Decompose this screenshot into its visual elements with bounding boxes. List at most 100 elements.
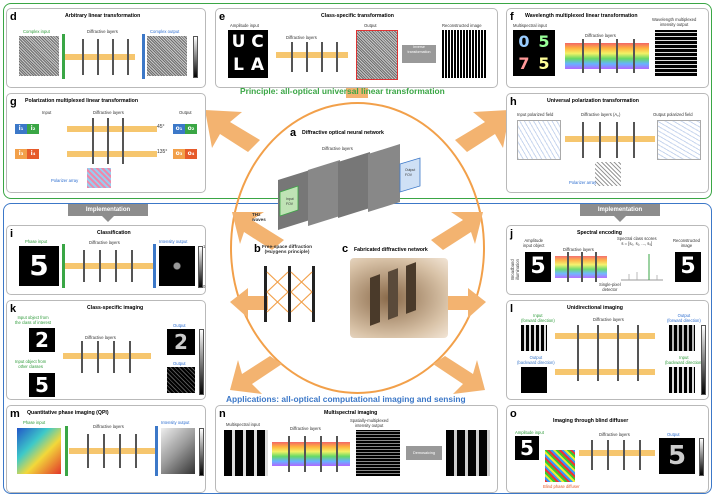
h-layer-3	[312, 266, 315, 322]
beam	[69, 448, 155, 454]
input-other-label: Input object from other classes	[15, 359, 47, 369]
spectral-scores-plot	[621, 254, 663, 281]
panel-letter-c: c	[342, 243, 349, 255]
input-field	[517, 120, 561, 160]
arrow-left	[230, 288, 268, 318]
implementation-arrow-left: Implementation	[68, 204, 148, 222]
layer-2	[97, 39, 99, 75]
output-field	[657, 120, 701, 160]
layer-1	[567, 252, 569, 282]
input-plane	[65, 426, 68, 476]
output-label: Output	[667, 432, 680, 437]
layer-2	[99, 250, 101, 282]
panel-title: Universal polarization transformation	[547, 98, 639, 104]
layer-2	[599, 122, 601, 158]
arrow-top-left	[205, 110, 260, 152]
in-i3: i₃	[15, 149, 27, 159]
layers-label: Diffractive layers	[93, 110, 124, 115]
input-label: Multispectral input	[226, 422, 260, 427]
layers-label: Diffractive layers	[563, 247, 594, 252]
output-image	[356, 30, 398, 80]
input-digit: 5	[525, 252, 551, 282]
layer-3	[122, 118, 124, 164]
panel-letter: n	[219, 408, 226, 420]
input-digit: 5	[19, 246, 59, 286]
layer-3	[617, 325, 619, 381]
glyph-0: 0	[514, 31, 534, 53]
beam-backward	[555, 369, 655, 375]
layer-4	[131, 250, 133, 282]
output-image	[655, 30, 697, 76]
polarizer-array-image	[87, 168, 111, 188]
polarizer-grid	[595, 162, 621, 186]
output-plane	[155, 426, 158, 476]
input-label: Complex input	[23, 29, 50, 34]
arrow-bottom-left	[230, 356, 282, 394]
input-label: Phase input	[23, 420, 46, 425]
input-label: Amplitude input object	[523, 238, 545, 248]
layers-label: Diffractive layers (Aₚ)	[581, 112, 621, 117]
input-label: Input	[42, 110, 52, 115]
output-backward-image	[521, 367, 547, 393]
fab-slab-2	[388, 268, 398, 320]
phase-input-image	[17, 428, 61, 474]
output-label: Output polarized field	[653, 112, 693, 117]
input-forward-image	[521, 325, 547, 351]
out-o3: o₃	[173, 149, 185, 159]
fab-slab-1	[370, 274, 380, 326]
layer-4	[637, 325, 639, 381]
output-label-1: Output	[173, 323, 186, 328]
layers-label: Diffractive layers	[585, 33, 616, 38]
panel-f: f Wavelength multiplexed linear transfor…	[506, 8, 709, 88]
output-label: Intensity output	[159, 239, 188, 244]
panel-title: Multispectral imaging	[324, 410, 378, 416]
demosaic-arrow: Demosaicing	[406, 446, 442, 460]
layer-1	[92, 118, 94, 164]
panel-letter-b: b	[254, 243, 261, 255]
output-image	[356, 430, 400, 476]
panel-d: d Arbitrary linear transformation Comple…	[6, 8, 206, 88]
rainbow-beam	[272, 442, 350, 466]
layer-1	[291, 42, 293, 72]
input-digit: 5	[515, 436, 539, 460]
layer-3	[112, 39, 114, 75]
inverse-arrow: Inverse transformation	[402, 45, 436, 63]
panel-title: Arbitrary linear transformation	[65, 13, 141, 19]
input-forward-label: Input (forward direction)	[521, 313, 555, 323]
fabricated-network-photo	[350, 258, 448, 338]
output-label: Output	[364, 23, 377, 28]
layer-2	[97, 341, 99, 373]
arrow-left-up	[232, 212, 284, 250]
panel-i: i Classification Phase input 5 Diffracti…	[6, 225, 206, 295]
layers-label: Diffractive layers	[93, 424, 124, 429]
panel-letter: h	[510, 96, 517, 108]
in-i1: i₁	[15, 124, 27, 134]
layer-4	[127, 39, 129, 75]
output-digit: 2	[167, 329, 195, 355]
layers-label: Diffractive layers	[87, 29, 118, 34]
glyph-5b: 5	[534, 53, 554, 75]
intensity-output-image	[161, 428, 195, 474]
beam	[276, 52, 348, 58]
output-image	[159, 246, 195, 286]
output-label: Wavelength multiplexed intensity output	[652, 17, 697, 27]
glyph-l: L	[229, 54, 248, 76]
spectral-label: Spectral class scores s = [s₀, s₁, ..., …	[617, 236, 657, 246]
input-label: Amplitude input	[230, 23, 259, 28]
panel-letter: j	[510, 228, 514, 240]
h-links	[266, 271, 313, 313]
layer-3	[119, 434, 121, 468]
beam	[65, 54, 135, 60]
thz-label: THz waves	[252, 212, 266, 222]
complex-output-image	[147, 36, 187, 76]
colorbar	[193, 36, 198, 78]
panel-h: h Universal polarization transformation …	[506, 93, 709, 193]
diffractive-stack	[278, 144, 421, 230]
beam	[65, 263, 153, 269]
layers-label: Diffractive layers	[599, 432, 630, 437]
output-label: Spatially-multiplexed intensity output	[350, 418, 389, 428]
polarizer-label: Polarizer array	[569, 180, 597, 185]
input-backward-label: Input (backward direction)	[665, 355, 703, 365]
panel-n: n Multispectral imaging Multispectral in…	[215, 405, 498, 493]
applications-heading: Applications: all-optical computational …	[226, 394, 466, 404]
